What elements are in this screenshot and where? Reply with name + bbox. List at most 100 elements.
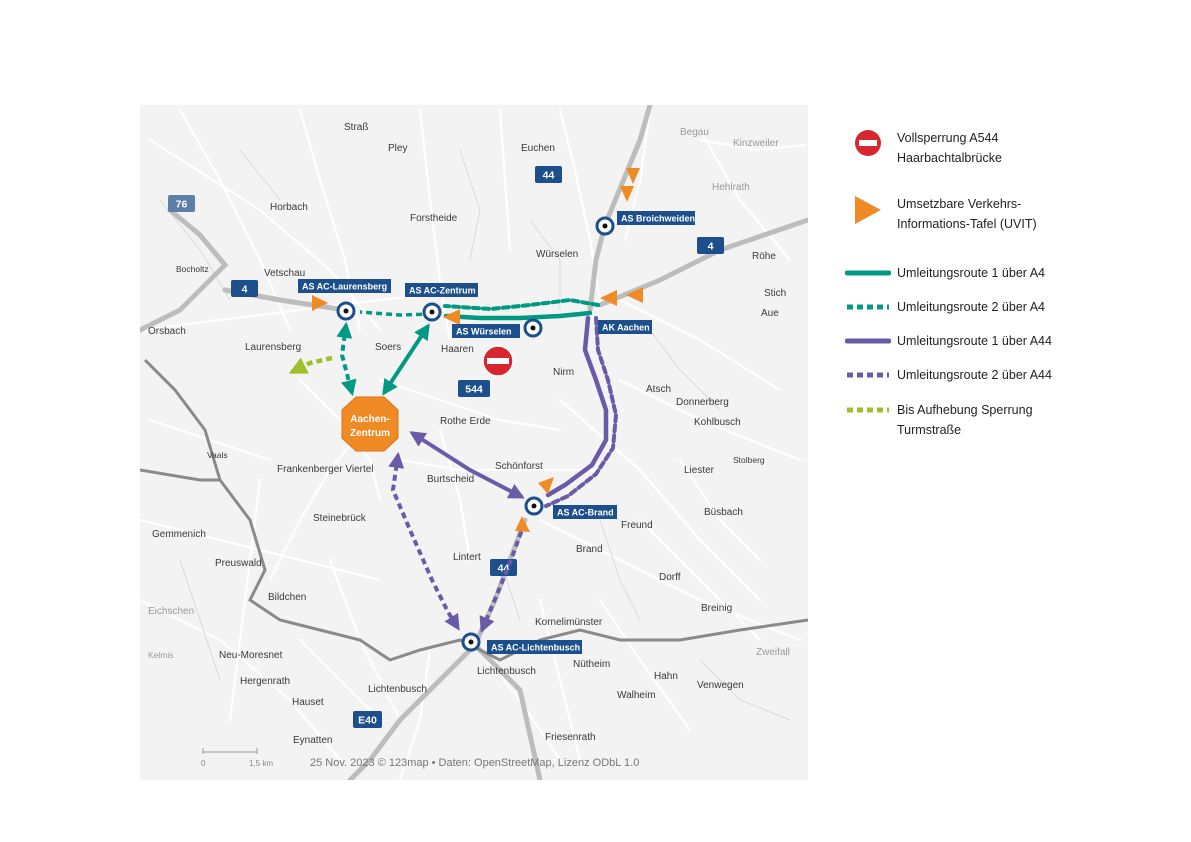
place-eichschen: Eichschen: [148, 606, 194, 617]
uvit-triangle: [312, 295, 328, 311]
place-freund: Freund: [621, 520, 653, 531]
place-haaren: Haaren: [441, 344, 474, 355]
junction-zentrum: AS AC-Zentrum: [405, 283, 478, 322]
dotted-line-icon: [847, 372, 889, 378]
svg-text:4: 4: [708, 241, 714, 253]
place-hauset: Hauset: [292, 697, 324, 708]
place-donnerberg: Donnerberg: [676, 397, 729, 408]
scale-zero: 0: [201, 759, 206, 768]
place-kinzweiler: Kinzweiler: [733, 138, 779, 149]
place-horbach: Horbach: [270, 202, 308, 213]
place-burtscheid: Burtscheid: [427, 474, 474, 485]
svg-text:4: 4: [242, 284, 248, 296]
uvit-triangle: [626, 287, 643, 303]
attribution: 25 Nov. 2023 © 123map • Daten: OpenStree…: [310, 757, 639, 769]
legend-label: Vollsperrung A544 Haarbachtalbrücke: [897, 131, 1002, 165]
junction-markers[interactable]: AS Broichweiden AS AC-Laurensberg AS AC-…: [298, 211, 695, 654]
place-kelmis: Kelmis: [148, 650, 174, 660]
place-strass: Straß: [344, 122, 368, 133]
svg-text:AS AC-Lichtenbusch: AS AC-Lichtenbusch: [491, 643, 580, 653]
dotted-line-icon: [847, 304, 889, 310]
place-atsch: Atsch: [646, 384, 671, 395]
place-eynatten: Eynatten: [293, 735, 332, 746]
place-vetschau: Vetschau: [264, 268, 305, 279]
legend-label: Umleitungsroute 2 über A44: [897, 368, 1052, 382]
place-hehlrath: Hehlrath: [712, 182, 750, 193]
shield-a4-east: 4: [697, 237, 724, 254]
place-lichtenbusch: Lichtenbusch: [477, 666, 536, 677]
place-nirm: Nirm: [553, 367, 574, 378]
legend-label: Umleitungsroute 1 über A4: [897, 266, 1046, 280]
place-kornelimuenster: Kornelimünster: [535, 617, 603, 628]
svg-text:AS Broichweiden: AS Broichweiden: [621, 214, 695, 224]
svg-text:544: 544: [465, 384, 483, 396]
uvit-triangle: [626, 168, 640, 184]
svg-text:44: 44: [543, 170, 555, 182]
closure-icon: [855, 130, 881, 156]
center-label-line2: Zentrum: [350, 428, 390, 439]
place-stolberg: Stolberg: [733, 455, 765, 465]
scale-distance: 1,5 km: [249, 759, 273, 768]
place-walheim: Walheim: [617, 690, 656, 701]
purple-route-2: [544, 316, 619, 508]
triangle-icon: [855, 196, 881, 224]
legend-label: Umsetzbare Verkehrs- Informations-Tafel …: [897, 197, 1037, 231]
uvit-triangle: [443, 309, 460, 325]
uvit-markers: [312, 168, 643, 532]
aachen-center-marker[interactable]: Aachen- Zentrum: [341, 396, 399, 452]
place-pley: Pley: [388, 143, 407, 154]
shield-e40: E40: [353, 711, 382, 728]
junction-lichtenbusch: AS AC-Lichtenbusch: [461, 632, 582, 654]
svg-text:76: 76: [176, 199, 188, 211]
place-brand: Brand: [576, 544, 603, 555]
svg-text:44: 44: [498, 563, 510, 575]
place-euchen: Euchen: [521, 143, 555, 154]
legend-label: Umleitungsroute 2 über A4: [897, 300, 1046, 314]
place-rothe-erde: Rothe Erde: [440, 416, 491, 427]
place-frankenberger-viertel: Frankenberger Viertel: [277, 464, 374, 475]
uvit-triangle: [620, 186, 634, 202]
place-bildchen: Bildchen: [268, 592, 306, 603]
uvit-triangle: [538, 477, 554, 494]
legend-label: Bis Aufhebung Sperrung Turmstraße: [897, 403, 1033, 437]
center-label-line1: Aachen-: [350, 414, 389, 425]
place-dorff: Dorff: [659, 572, 681, 583]
svg-text:AK Aachen: AK Aachen: [602, 323, 650, 333]
closure-marker-a544[interactable]: [482, 345, 514, 377]
detour-routes: [288, 297, 619, 633]
solid-line-icon: [845, 338, 891, 344]
place-neu-moresnet: Neu-Moresnet: [219, 650, 283, 661]
purple-route-center-lichtenbusch: [388, 451, 460, 631]
shield-a44-north: 44: [535, 166, 562, 183]
place-lichtenbusch-2: Lichtenbusch: [368, 684, 427, 695]
place-begau: Begau: [680, 127, 709, 138]
purple-route-lichtenbusch-brand: [479, 526, 525, 633]
green-route-turmstrasse: [288, 355, 333, 375]
teal-route-laurensberg: [359, 310, 433, 317]
dotted-line-icon: [847, 407, 889, 413]
place-nuetheim: Nütheim: [573, 659, 610, 670]
junction-wuerselen: AS Würselen: [452, 318, 543, 338]
place-vaals: Vaals: [207, 450, 228, 460]
purple-route-brand-center: [409, 431, 525, 499]
teal-route-2: [443, 297, 600, 312]
place-hahn: Hahn: [654, 671, 678, 682]
svg-text:E40: E40: [358, 715, 377, 727]
teal-route-1: [443, 310, 593, 321]
place-schoenforst: Schönforst: [495, 461, 543, 472]
shield-a544: 544: [458, 380, 490, 397]
place-hergenrath: Hergenrath: [240, 676, 290, 687]
highway-shields: 76 44 4 4 544 44 E40: [168, 166, 724, 728]
place-friesenrath: Friesenrath: [545, 732, 596, 743]
place-forstheide: Forstheide: [410, 213, 458, 224]
place-soers: Soers: [375, 342, 401, 353]
place-aue: Aue: [761, 308, 779, 319]
shield-a4-west: 4: [231, 280, 258, 297]
place-kohlbusch: Kohlbusch: [694, 417, 741, 428]
place-orsbach: Orsbach: [148, 326, 186, 337]
place-preuswald: Preuswald: [215, 558, 262, 569]
svg-text:AS AC-Brand: AS AC-Brand: [557, 508, 614, 518]
svg-text:AS Würselen: AS Würselen: [456, 327, 512, 337]
uvit-triangle: [600, 290, 617, 306]
